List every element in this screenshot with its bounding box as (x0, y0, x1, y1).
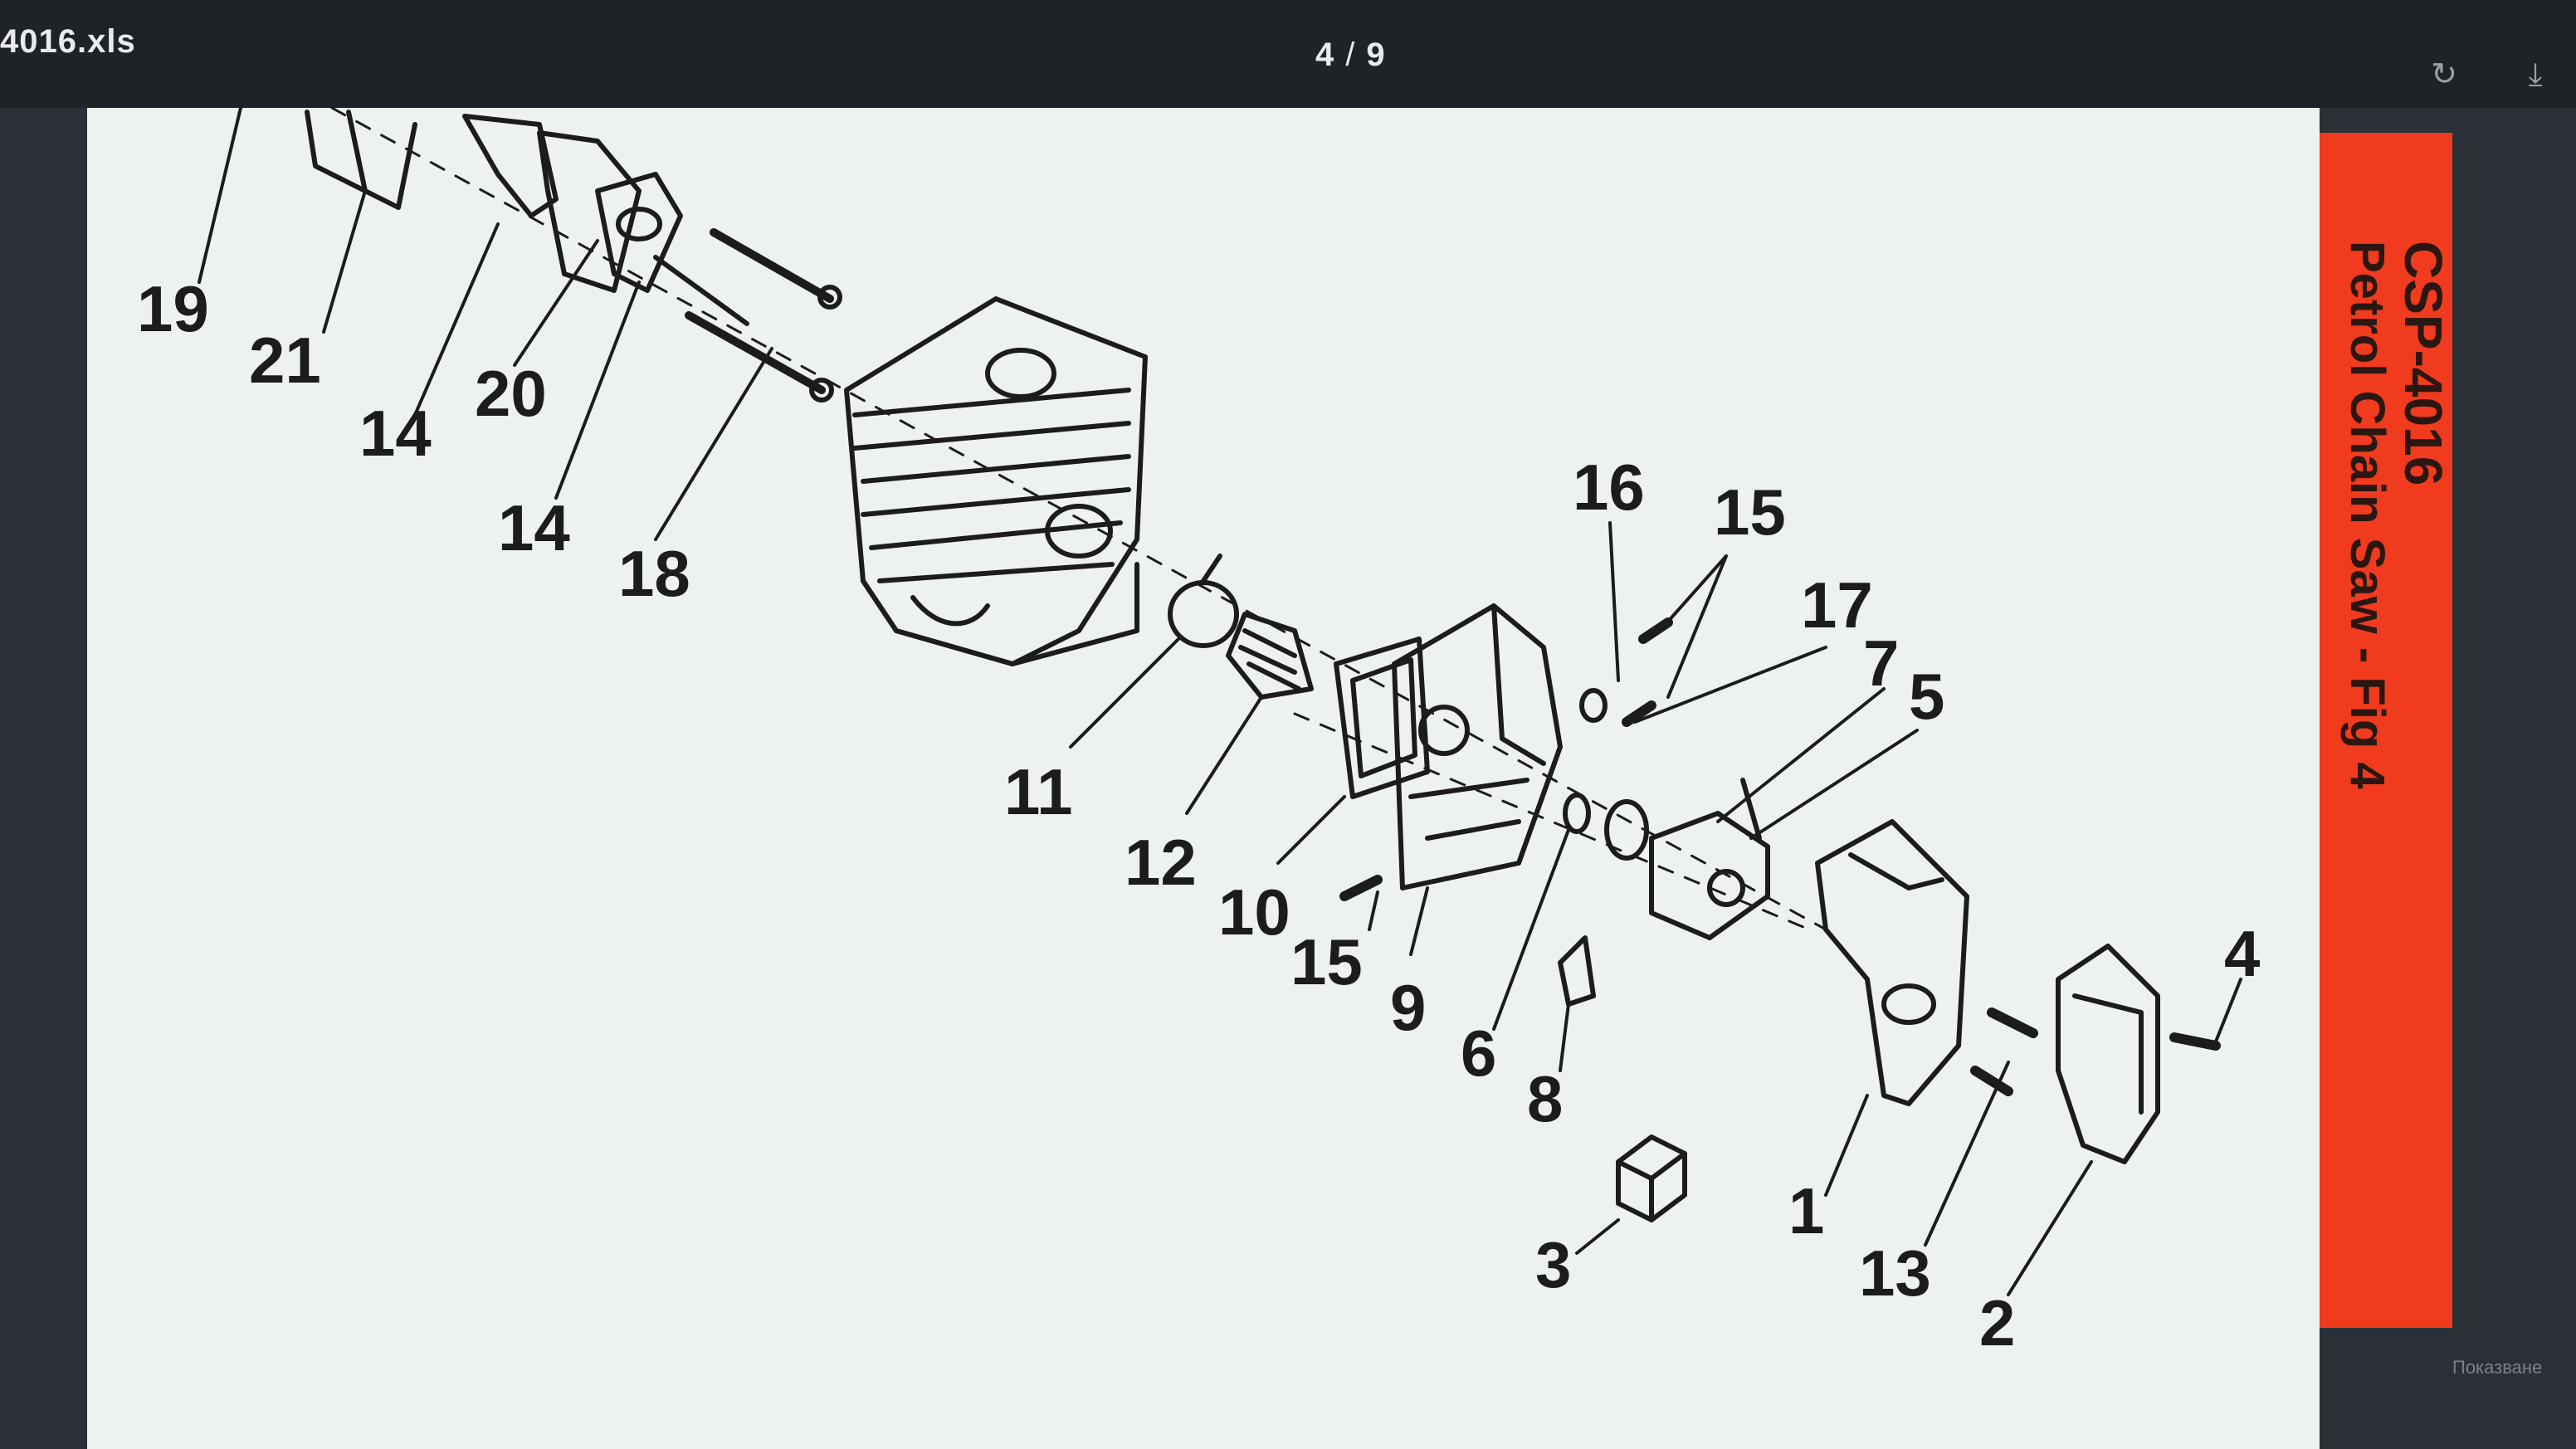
callout-13: 13 (1859, 1237, 1931, 1310)
banner-subtitle: Petrol Chain Saw - Fig 4 (2340, 241, 2394, 789)
page-separator: / (1345, 37, 1355, 73)
document-page (87, 108, 2320, 1449)
callout-14: 14 (498, 491, 570, 564)
callout-9: 9 (1390, 971, 1427, 1044)
callout-8: 8 (1527, 1062, 1564, 1135)
callout-6: 6 (1461, 1017, 1497, 1090)
callout-16: 16 (1573, 451, 1645, 524)
callout-18: 18 (618, 537, 690, 610)
refresh-icon[interactable]: ↻ (2431, 57, 2457, 92)
callout-17: 17 (1801, 568, 1873, 642)
callout-1: 1 (1788, 1174, 1825, 1247)
callout-19: 19 (137, 272, 209, 345)
page-indicator: 4 / 9 (1315, 37, 1385, 74)
filter-part (1226, 612, 1314, 700)
callout-2: 2 (1979, 1286, 2016, 1359)
callout-15: 15 (1714, 476, 1786, 549)
callout-3: 3 (1535, 1228, 1572, 1301)
banner-title: CSP-4016 (2393, 241, 2453, 486)
page-total: 9 (1366, 37, 1385, 73)
cube-part (1616, 1134, 1687, 1222)
callout-10: 10 (1218, 876, 1290, 949)
callout-11: 11 (1004, 755, 1073, 828)
callout-4: 4 (2224, 917, 2261, 990)
page-current: 4 (1315, 37, 1334, 73)
callout-20: 20 (475, 357, 547, 430)
bolt-parts (653, 228, 842, 402)
corner-text: Показване (2452, 1357, 2543, 1378)
cylinder-part (844, 296, 1148, 666)
callout-14: 14 (359, 397, 432, 470)
callout-5: 5 (1909, 660, 1945, 733)
leader-lines (198, 106, 2242, 1296)
callout-21: 21 (249, 324, 321, 397)
ring-part (1168, 580, 1239, 648)
muffler-part (305, 110, 683, 293)
handle-part (2056, 944, 2160, 1164)
title-banner (2320, 133, 2452, 1328)
banner-text: CSP-4016 Petrol Chain Saw - Fig 4 (2339, 241, 2453, 789)
callout-7: 7 (1863, 627, 1900, 700)
bracket-part (1815, 819, 1969, 1106)
gasket-part (1334, 637, 1430, 799)
small-part (1558, 935, 1596, 1007)
callout-15: 15 (1290, 925, 1363, 998)
intake-block-part (1392, 603, 1563, 890)
carburettor-part (1604, 778, 1770, 940)
callout-12: 12 (1125, 826, 1197, 899)
file-name: 4016.xls (0, 23, 136, 60)
download-icon[interactable]: ⤓ (2528, 57, 2543, 92)
viewer-toolbar: 4016.xls 4 / 9 ↻ ⤓ (0, 0, 2576, 108)
